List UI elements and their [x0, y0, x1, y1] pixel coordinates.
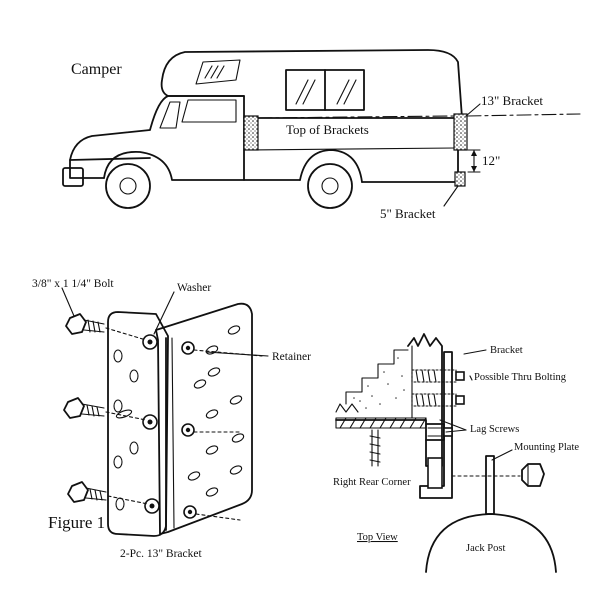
- bolt-label: 3/8" x 1 1/4" Bolt: [32, 278, 114, 290]
- rear-corner-label: Right Rear Corner: [333, 477, 411, 488]
- bolts: [63, 313, 107, 503]
- top-of-brackets-line: [257, 113, 581, 119]
- figure-1-label: Figure 1: [48, 513, 105, 532]
- cab-window: [181, 99, 237, 123]
- rear-13-bracket: [453, 113, 468, 151]
- top-of-brackets-label: Top of Brackets: [286, 122, 369, 137]
- bracket-bolt-head: [427, 457, 443, 489]
- bolt-path-lines: [105, 327, 263, 521]
- camper-front-window: [195, 59, 241, 85]
- washers: [142, 334, 197, 519]
- bracket-13-label: 13" Bracket: [481, 93, 543, 108]
- mounting-plate: [485, 455, 495, 515]
- camper-title: Camper: [71, 61, 122, 78]
- top-view-drawing: [335, 333, 557, 573]
- rear-5-bracket: [454, 171, 466, 187]
- mounting-nut: [521, 463, 545, 487]
- truck-drawing: [62, 49, 581, 209]
- truck-cab: [69, 95, 245, 179]
- washer-label: Washer: [177, 282, 211, 294]
- dimension-12-label: 12": [482, 153, 500, 168]
- front-bumper: [62, 167, 84, 187]
- jack-post: [425, 513, 557, 573]
- front-bracket: [243, 115, 259, 151]
- figure1-bracket-drawing: [61, 287, 269, 537]
- rear-wheel: [307, 163, 353, 209]
- bracket-label: Bracket: [490, 345, 523, 356]
- bracket-5-label: 5" Bracket: [380, 206, 436, 221]
- bracket-caption: 2-Pc. 13" Bracket: [120, 548, 202, 560]
- retainer-plate: [155, 302, 253, 535]
- mounting-plate-label: Mounting Plate: [514, 442, 579, 453]
- camper-corner-wall: [335, 333, 443, 467]
- camper-shell: [160, 49, 463, 119]
- lag-screws-label: Lag Screws: [470, 424, 519, 435]
- jack-post-label: Jack Post: [466, 543, 505, 554]
- top-view-bracket: [419, 351, 453, 499]
- thru-bolting-label: Possible Thru Bolting: [474, 372, 567, 383]
- top-view-label: Top View: [357, 532, 398, 543]
- front-wheel: [105, 163, 151, 209]
- retainer-label: Retainer: [272, 351, 311, 363]
